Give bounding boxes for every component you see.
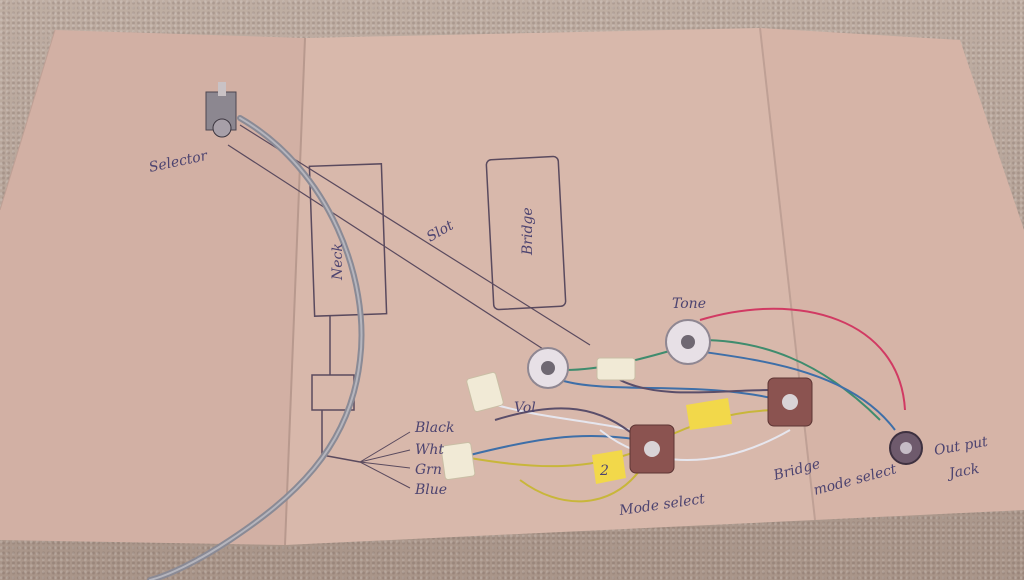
tag-2-text: 2	[599, 463, 609, 479]
label-vol: Vol	[514, 400, 536, 416]
yellow-tag-bridge	[686, 398, 732, 430]
slot-line-1	[239, 124, 591, 346]
neck-pickup-outline	[308, 163, 388, 317]
label-jack: Jack	[945, 461, 981, 483]
yellow-tag-2	[592, 450, 626, 484]
cardboard-left	[0, 30, 305, 545]
label-wht: Wht	[415, 442, 444, 458]
cardboard-right	[760, 28, 1024, 520]
label-blue: Blue	[414, 482, 447, 498]
slot-line-2	[227, 144, 561, 361]
label-bridge-pickup: Bridge	[520, 207, 536, 256]
bridge-mode-switch	[767, 377, 813, 427]
label-neck: Neck	[330, 243, 346, 281]
vol-pot	[527, 347, 569, 389]
connector-2	[440, 441, 476, 481]
mode-select-switch	[629, 424, 675, 474]
label-tone: Tone	[672, 296, 706, 312]
connector-3	[596, 357, 636, 381]
cardboard-middle	[285, 28, 815, 545]
output-jack	[889, 431, 923, 465]
label-grn: Grn	[415, 462, 442, 478]
label-black: Black	[414, 420, 454, 436]
connector-1	[466, 371, 504, 413]
tone-pot	[665, 319, 711, 365]
selector-switch	[205, 82, 237, 138]
